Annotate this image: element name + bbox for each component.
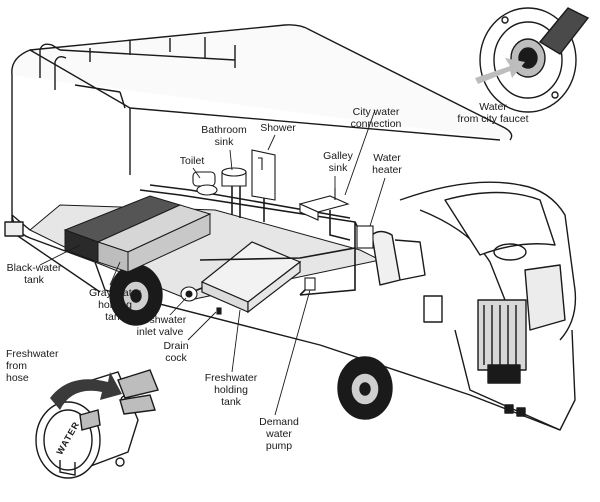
leader-lines	[39, 109, 386, 416]
city-water-inset	[475, 7, 590, 113]
rear-wheel	[109, 264, 163, 326]
demand-pump-fixture	[304, 277, 316, 291]
label-toilet: Toilet	[179, 155, 205, 167]
label-freshwater-from-hose: Freshwater from hose	[6, 348, 59, 384]
freshwater-inlet-valve	[180, 286, 198, 302]
label-freshwater-holding-tank: Freshwater holding tank	[204, 372, 258, 408]
label-city-water-connection: City water connection	[350, 106, 402, 130]
label-freshwater-inlet-valve: Freshwater inlet valve	[133, 314, 187, 338]
label-black-water-tank: Black-water tank	[6, 262, 62, 286]
freshwater-inlet-inset	[35, 369, 159, 479]
label-demand-water-pump: Demand water pump	[259, 416, 299, 452]
label-shower: Shower	[260, 122, 296, 134]
bathroom-sink-fixture	[221, 167, 247, 187]
label-bathroom-sink: Bathroom sink	[201, 124, 247, 148]
water-heater-fixture	[356, 225, 374, 249]
shower-fixture	[251, 149, 276, 201]
galley-sink-fixture	[298, 188, 350, 221]
drain-cock	[216, 307, 222, 315]
freshwater-holding-tank	[200, 241, 302, 314]
label-water-heater: Water heater	[372, 152, 402, 176]
label-galley-sink: Galley sink	[323, 150, 353, 174]
label-water-from-city-faucet: Water from city faucet	[457, 101, 529, 125]
front-wheel	[337, 356, 393, 420]
gray-water-tank	[96, 204, 212, 273]
label-drain-cock: Drain cock	[163, 340, 189, 364]
label-gray-water-holding-tank: Gray-water holding tank	[89, 287, 141, 323]
